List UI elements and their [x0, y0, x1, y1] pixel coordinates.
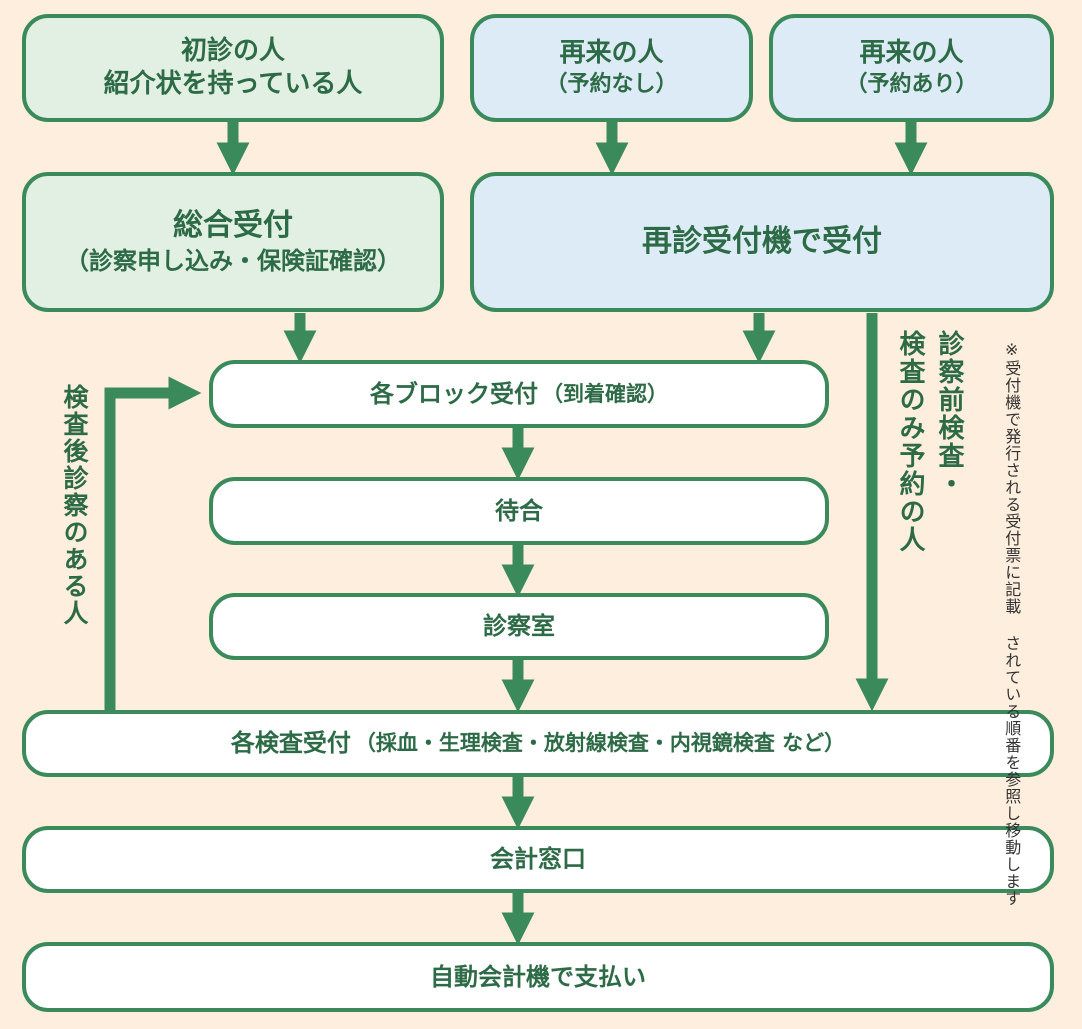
- test-reception-main: 各検査受付: [230, 729, 351, 758]
- test-reception-box: 各検査受付 （採血・生理検査・放射線検査・内視鏡検査 など）: [22, 710, 1054, 777]
- first-visit-line1: 初診の人: [180, 35, 285, 66]
- general-reception-box: 総合受付 （診察申し込み・保険証確認）: [22, 172, 444, 312]
- return-no-appt-line1: 再来の人: [559, 38, 664, 69]
- test-reception-sub: （採血・生理検査・放射線検査・内視鏡検査 など）: [354, 731, 846, 756]
- return-no-appointment-box: 再来の人 （予約なし）: [470, 14, 753, 122]
- first-visit-box: 初診の人 紹介状を持っている人: [22, 14, 444, 122]
- waiting-label: 待合: [495, 496, 543, 525]
- revisit-machine-box: 再診受付機で受付: [470, 172, 1054, 312]
- block-reception-box: 各ブロック受付 （到着確認）: [209, 360, 829, 428]
- first-visit-line2: 紹介状を持っている人: [103, 69, 363, 99]
- revisit-machine-title: 再診受付機で受付: [642, 223, 882, 259]
- side-label-right-col2: 検査のみ予約の人: [895, 330, 925, 554]
- block-reception-sub: （到着確認）: [542, 381, 668, 406]
- exam-room-box: 診察室: [209, 593, 829, 660]
- note-line1: ※受付機で発行される受付票に記載: [1002, 340, 1022, 615]
- auto-payment-box: 自動会計機で支払い: [22, 942, 1054, 1012]
- waiting-box: 待合: [209, 477, 829, 545]
- general-reception-title: 総合受付: [173, 208, 293, 244]
- cashier-box: 会計窓口: [22, 826, 1054, 893]
- side-label-right-col1: 診察前検査・: [934, 330, 964, 498]
- return-appt-line2: （予約あり）: [845, 71, 978, 97]
- return-appointment-box: 再来の人 （予約あり）: [769, 14, 1054, 122]
- general-reception-subtitle: （診察申し込み・保険証確認）: [65, 246, 401, 275]
- auto-payment-label: 自動会計機で支払い: [430, 962, 646, 991]
- exam-room-label: 診察室: [483, 612, 555, 641]
- arrow-loop-test-to-block: [104, 376, 202, 710]
- cashier-label: 会計窓口: [490, 845, 586, 874]
- return-no-appt-line2: （予約なし）: [545, 71, 678, 97]
- note-text: ※受付機で発行される受付票に記載 されている順番を参照し移動します: [1000, 340, 1023, 907]
- note-line2: されている順番を参照し移動します: [1002, 635, 1022, 907]
- block-reception-main: 各ブロック受付: [370, 379, 538, 408]
- side-label-left: 検査後診察のある人: [60, 384, 89, 627]
- return-appt-line1: 再来の人: [859, 38, 964, 69]
